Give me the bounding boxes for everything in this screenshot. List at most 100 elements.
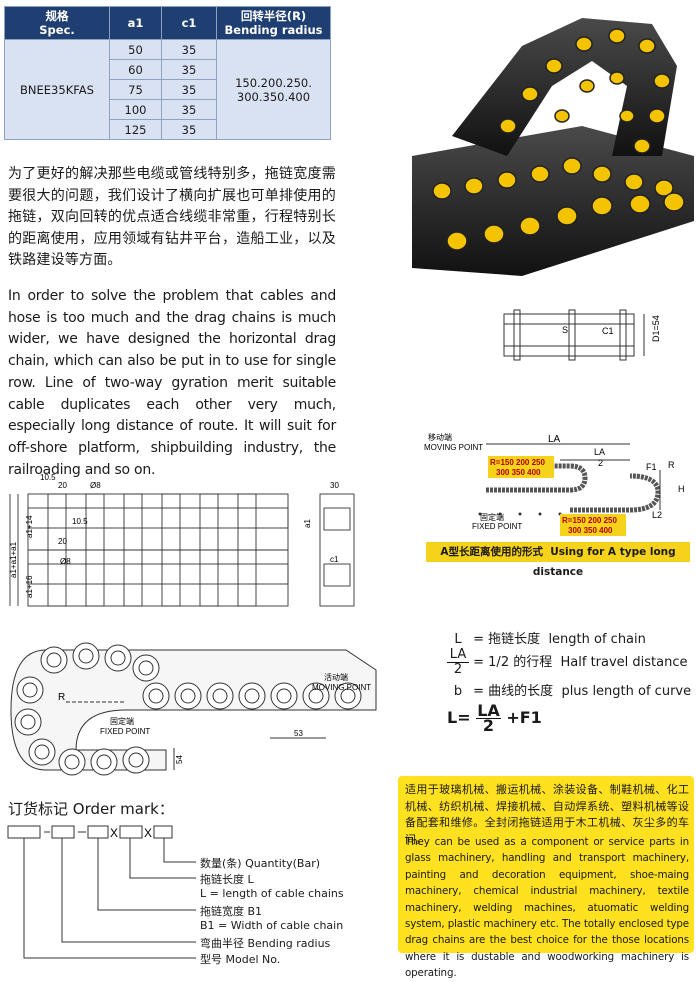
pitch-53: 53: [294, 729, 303, 738]
order-length-desc: L = length of cable chains: [200, 887, 344, 900]
description-en: In order to solve the problem that cable…: [8, 288, 336, 478]
dimension-drawing: 10.5 20 Ø8 10.5 20 Ø8 a1+a1+a1 a1+14 a1+…: [9, 473, 355, 607]
chain-length-formula: L= LA 2 +F1: [447, 701, 542, 735]
l2-label: L2: [652, 510, 662, 520]
legend-b-en: plus length of curve: [561, 684, 692, 699]
application-box: 适用于玻璃机械、搬运机械、涂装设备、制鞋机械、化工机械、纺织机械、焊接机械、自动…: [398, 776, 694, 979]
header-spec: 规格 Spec.: [4, 6, 110, 40]
legend-l: L = 拖链长度 length of chain: [447, 628, 646, 647]
formula-num: LA: [476, 701, 501, 720]
h-label: H: [678, 484, 685, 494]
a1-cell: 50: [109, 39, 162, 60]
radius-line-2: 300.350.400: [236, 89, 311, 104]
dim-d8-top: Ø8: [90, 481, 101, 490]
legend-la-en: Half travel distance: [560, 655, 688, 670]
dim-a1-a1-a1: a1+a1+a1: [9, 541, 18, 578]
order-quantity: 数量(条) Quantity(Bar): [200, 857, 321, 870]
table-row: 125 35: [5, 119, 331, 140]
label-c1: C1: [602, 326, 614, 336]
order-width-desc: B1 = Width of cable chain: [200, 919, 344, 932]
formula-den: 2: [482, 716, 495, 735]
dim-c1: c1: [330, 555, 339, 564]
spec-table: 规格 Spec. a1 c1 回转半径(R) Bending radius BN…: [4, 6, 331, 140]
order-radius: 弯曲半径 Bending radius: [200, 937, 331, 950]
header-c1: c1: [161, 6, 217, 40]
dim-a1: a1: [303, 519, 312, 528]
radius-top2: 300 350 400: [496, 468, 541, 477]
height-54: 54: [175, 755, 184, 764]
radius-cell: 150.200.250. 300.350.400: [216, 39, 331, 140]
dim-10-5-mid: 10.5: [72, 517, 88, 526]
header-radius: 回转半径(R) Bending radius: [216, 6, 331, 40]
fixed-point-zh: 固定端: [480, 512, 504, 522]
moving-point-en: MOVING POINT: [424, 443, 483, 452]
legend-b-zh: = 曲线的长度: [473, 684, 554, 699]
formula-lhs: L=: [447, 708, 471, 727]
radius-bottom2: 300 350 400: [568, 526, 613, 535]
table-row: 75 35: [5, 79, 331, 100]
c1-cell: 35: [161, 39, 217, 60]
legend-la-fraction: LA 2: [447, 648, 469, 677]
table-row: 100 35: [5, 99, 331, 120]
legend-la-den: 2: [453, 662, 463, 677]
formula-fraction: LA 2: [476, 701, 501, 735]
description-zh: 为了更好的解决那些电缆或管线特别多，拖链宽度需要很大的问题，我们设计了横向扩展也…: [8, 166, 336, 268]
radius-r: R: [58, 692, 65, 703]
order-model: 型号 Model No.: [200, 953, 281, 966]
radius-line-1: 150.200.250.: [235, 75, 312, 90]
legend-la-zh: = 1/2 的行程: [473, 655, 553, 670]
header-a1-label: a1: [127, 16, 144, 30]
la-label: LA: [548, 434, 561, 445]
a-type-diagram: 移动端 MOVING POINT LA LA 2 F1 R H L2 R=150…: [424, 432, 685, 536]
cross-section-drawing: S C1 D1=54: [503, 309, 661, 361]
a1-cell: 125: [109, 119, 162, 140]
moving-point-zh-side: 活动端: [324, 672, 348, 682]
header-radius-en: Bending radius: [224, 23, 323, 37]
moving-point-en-side: MOVING POINT: [312, 683, 371, 692]
legend-b: b = 曲线的长度 plus length of curve: [447, 680, 691, 699]
a-type-caption-zh: A型长距离使用的形式: [440, 546, 543, 558]
header-radius-zh: 回转半径(R): [240, 9, 307, 23]
moving-point-zh: 移动端: [428, 432, 452, 442]
drag-chain-photo: [412, 18, 694, 276]
f1-label: F1: [646, 462, 657, 472]
spec-table-header: 规格 Spec. a1 c1 回转半径(R) Bending radius: [4, 6, 331, 40]
la-half-num: LA: [594, 447, 605, 457]
model-cell: BNEE35KFAS: [4, 39, 110, 140]
dim-20-mid: 20: [58, 537, 67, 546]
a1-cell: 75: [109, 79, 162, 100]
a-type-caption: A型长距离使用的形式 Using for A type long distanc…: [426, 542, 690, 578]
dim-10-5-top: 10.5: [40, 473, 56, 482]
application-en: They can be used as a component or servi…: [405, 836, 689, 980]
label-s: S: [562, 325, 568, 335]
r-label: R: [668, 460, 675, 470]
radius-bottom: R=150 200 250: [562, 516, 617, 525]
application-zh: 适用于玻璃机械、搬运机械、涂装设备、制鞋机械、化工机械、纺织机械、焊接机械、自动…: [405, 783, 689, 846]
header-c1-label: c1: [181, 16, 197, 30]
chain-side-view: R 活动端 MOVING POINT 固定端 FIXED POINT 53 54: [10, 642, 377, 776]
formula-rhs: +F1: [506, 708, 542, 727]
a-type-caption-en: Using for A type long distance: [532, 546, 676, 578]
dim-a1-16: a1+16: [25, 575, 34, 598]
order-x1: X: [110, 826, 118, 840]
legend-l-symbol: L: [454, 632, 462, 647]
fixed-point-en: FIXED POINT: [472, 522, 522, 531]
a1-cell: 100: [109, 99, 162, 120]
header-a1: a1: [109, 6, 162, 40]
radius-top: R=150 200 250: [490, 458, 545, 467]
legend-l-zh: = 拖链长度: [473, 632, 541, 647]
dim-d8-mid: Ø8: [60, 557, 71, 566]
legend-la-num: LA: [447, 648, 469, 663]
legend-la: LA 2 = 1/2 的行程 Half travel distance: [447, 648, 688, 677]
dim-30: 30: [330, 481, 339, 490]
c1-cell: 35: [161, 59, 217, 80]
fixed-point-zh-side: 固定端: [110, 716, 134, 726]
order-length: 拖链长度 L: [200, 873, 254, 886]
header-spec-zh: 规格: [45, 9, 69, 23]
c1-cell: 35: [161, 99, 217, 120]
legend-b-symbol: b: [453, 684, 463, 699]
la-half-den: 2: [598, 458, 603, 468]
dim-a1-14: a1+14: [25, 515, 34, 538]
order-x2: X: [144, 826, 152, 840]
a1-cell: 60: [109, 59, 162, 80]
